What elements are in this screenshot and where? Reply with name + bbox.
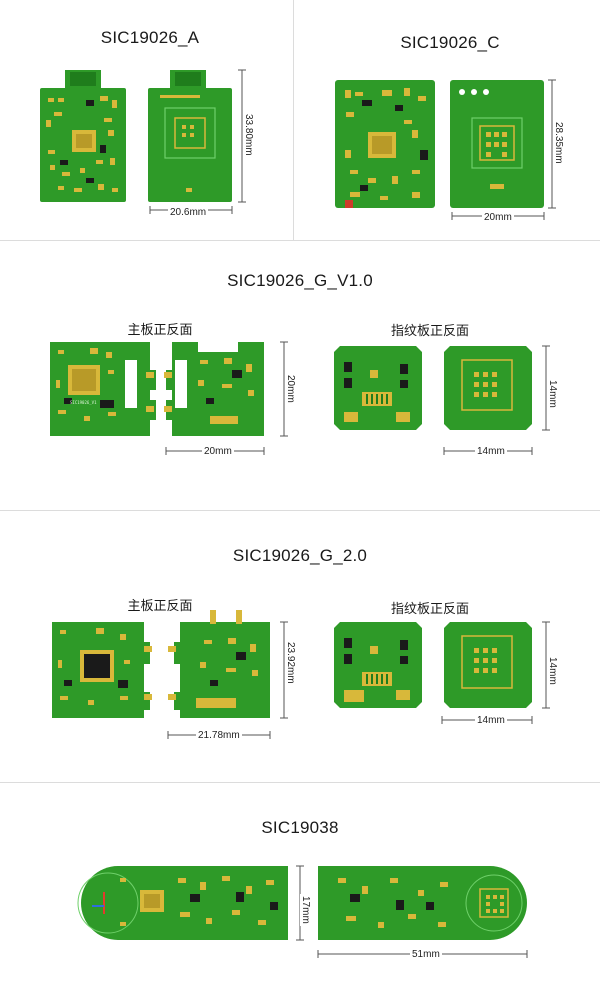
pcb-g1-fp-front	[334, 346, 422, 430]
pcb-c-front	[335, 80, 435, 208]
pcb-g1-main-front: SIC19026_V1	[50, 342, 156, 436]
section-title: SIC19026_G_2.0	[232, 546, 368, 565]
pcb-g2-fp-front	[334, 622, 422, 708]
section-title: SIC19026_A	[100, 28, 200, 47]
pcb-s38-back	[318, 866, 527, 940]
svg-text:SIC19026_V1: SIC19026_V1	[70, 400, 97, 405]
pcb-g2-illustration	[52, 610, 550, 739]
fp-height-label: 14mm	[547, 655, 558, 687]
main-height-label: 23.92mm	[285, 640, 296, 686]
pcb-g1-main-back	[164, 342, 264, 436]
fp-width-label: 14mm	[475, 715, 507, 726]
main-board-label: 主板正反面	[127, 322, 193, 337]
pcb-a-back	[148, 70, 232, 202]
section-title: SIC19026_C	[400, 33, 500, 52]
main-board-label: 主板正反面	[127, 598, 193, 613]
fp-height-label: 14mm	[547, 378, 558, 410]
pcb-g2-fp-back	[444, 622, 532, 708]
main-height-label: 20mm	[285, 373, 296, 405]
divider-vertical	[293, 0, 294, 240]
pcb-s38-illustration	[77, 865, 528, 958]
width-label: 20mm	[482, 212, 514, 223]
height-label: 17mm	[300, 894, 311, 926]
pcb-g1-fp-back	[444, 346, 532, 430]
pcb-c-back	[450, 80, 544, 208]
pcb-a-illustration	[40, 69, 246, 214]
pcb-g2-main-back	[168, 610, 270, 718]
pcb-a-front	[40, 70, 126, 202]
width-label: 51mm	[410, 949, 442, 960]
section-title: SIC19026_G_V1.0	[227, 271, 373, 290]
height-label: 28.35mm	[553, 120, 564, 166]
fingerprint-board-label: 指纹板正反面	[390, 323, 469, 338]
divider-1	[0, 240, 600, 241]
pcb-g2-main-front	[52, 622, 152, 718]
pcb-g1-illustration: SIC19026_V1	[50, 341, 550, 455]
main-width-label: 20mm	[202, 446, 234, 457]
divider-2	[0, 510, 600, 511]
fingerprint-board-label: 指纹板正反面	[390, 601, 469, 616]
width-label: 20.6mm	[168, 207, 209, 218]
divider-3	[0, 782, 600, 783]
main-width-label: 21.78mm	[196, 730, 242, 741]
pcb-c-illustration	[335, 79, 556, 220]
section-title: SIC19038	[261, 818, 339, 837]
fp-width-label: 14mm	[475, 446, 507, 457]
pcb-s38-front	[77, 866, 288, 940]
